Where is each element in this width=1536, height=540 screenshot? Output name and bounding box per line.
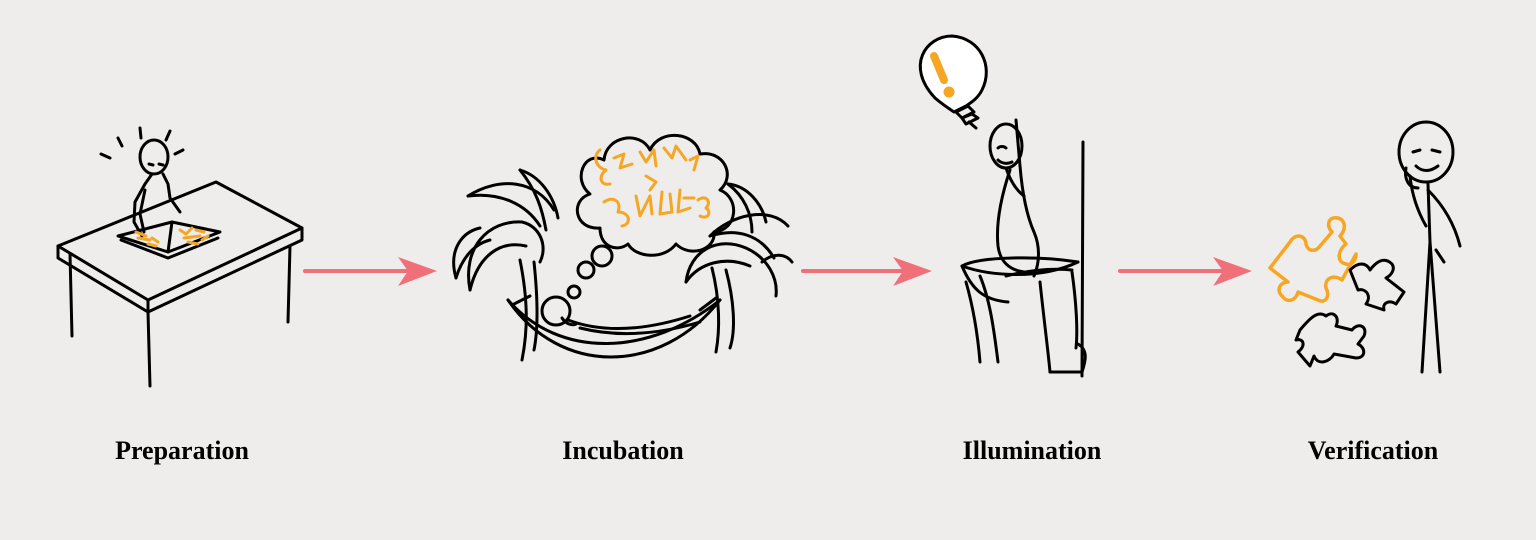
person-thinking-icon bbox=[964, 118, 1040, 364]
arrow-1-icon bbox=[303, 257, 437, 286]
palm-leaves-left-icon bbox=[452, 168, 560, 362]
verification-illustration bbox=[1268, 120, 1462, 374]
arrow-3-icon bbox=[1118, 257, 1252, 286]
lightbulb-icon bbox=[918, 34, 988, 130]
stage-label-illumination: Illumination bbox=[962, 436, 1102, 465]
wall-line bbox=[1080, 140, 1085, 378]
hammock-icon bbox=[506, 294, 722, 359]
exclamation-icon bbox=[930, 52, 955, 98]
puzzle-piece-right-icon bbox=[1348, 258, 1406, 312]
preparation-illustration bbox=[56, 126, 304, 388]
stage-label-verification: Verification bbox=[1307, 436, 1439, 465]
scribbles-icon bbox=[594, 144, 711, 228]
incubation-illustration bbox=[452, 134, 794, 362]
person-resting-icon bbox=[540, 295, 702, 336]
palm-leaves-right-icon bbox=[684, 182, 794, 354]
toilet-icon bbox=[960, 256, 1087, 374]
open-book-icon bbox=[116, 220, 222, 260]
stage-label-incubation: Incubation bbox=[562, 436, 684, 465]
puzzle-piece-bottom-icon bbox=[1294, 312, 1367, 368]
thought-cloud-icon bbox=[575, 134, 736, 257]
illumination-illustration bbox=[918, 34, 1087, 378]
stage-label-preparation: Preparation bbox=[115, 436, 249, 465]
person-studying-icon bbox=[99, 126, 185, 238]
puzzle-piece-orange-icon bbox=[1268, 216, 1358, 303]
person-checking-icon bbox=[1397, 120, 1462, 374]
arrow-2-icon bbox=[801, 257, 932, 286]
desk-icon bbox=[56, 180, 304, 388]
thought-bubbles-icon bbox=[566, 244, 614, 300]
